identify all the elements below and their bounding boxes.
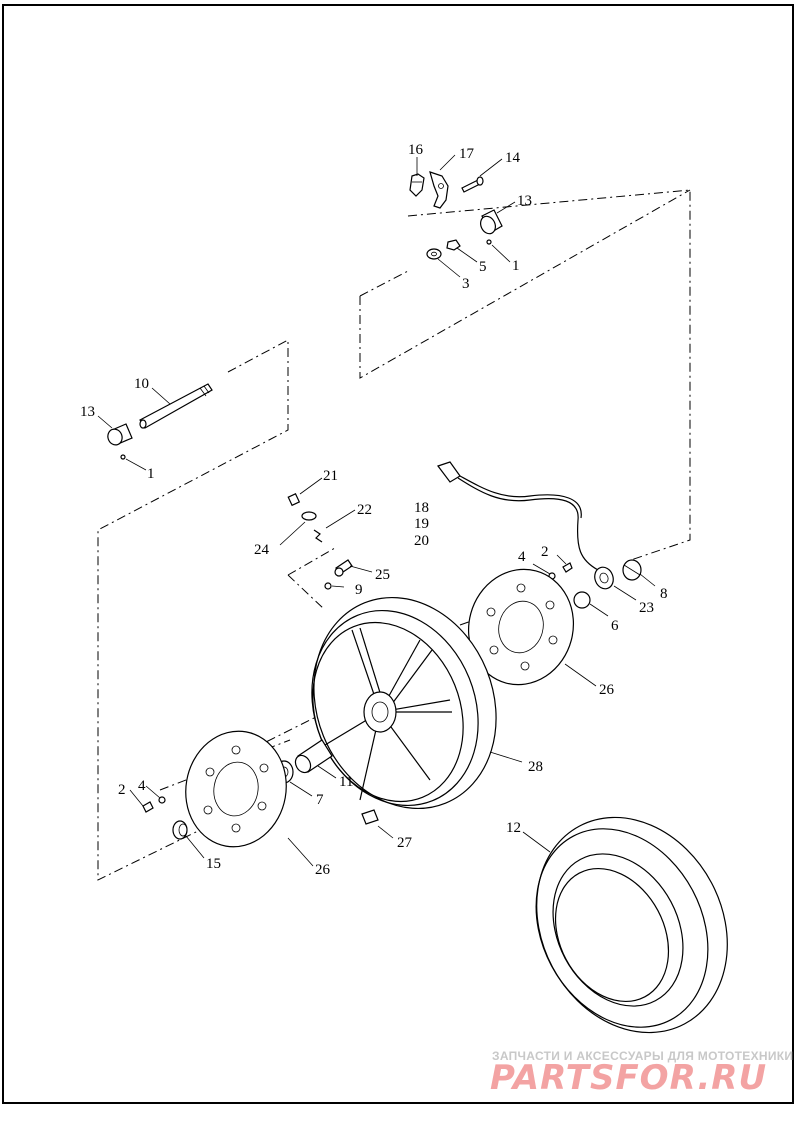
callout-4-lower: 4 bbox=[138, 778, 146, 794]
valve-cap-21 bbox=[287, 492, 301, 507]
callout-19: 19 bbox=[414, 516, 429, 532]
callout-16: 16 bbox=[408, 142, 424, 158]
spacer-11 bbox=[294, 739, 333, 774]
callout-8: 8 bbox=[660, 586, 668, 602]
callout-labels: 16 17 14 13 1 5 3 10 13 1 21 22 24 18 19… bbox=[80, 142, 668, 878]
callout-13-lower: 13 bbox=[80, 404, 95, 420]
callout-17: 17 bbox=[459, 146, 475, 162]
spacer-13-upper bbox=[480, 209, 503, 235]
callout-15: 15 bbox=[206, 856, 221, 872]
callout-6: 6 bbox=[611, 618, 619, 634]
brake-rotor-26-left bbox=[185, 730, 287, 848]
washer-4-lower bbox=[158, 796, 166, 804]
callout-28: 28 bbox=[528, 759, 543, 775]
callout-11: 11 bbox=[339, 774, 353, 790]
callout-27: 27 bbox=[397, 835, 413, 851]
callout-26-left: 26 bbox=[315, 862, 331, 878]
callout-5: 5 bbox=[479, 259, 487, 275]
cover-8 bbox=[622, 559, 642, 581]
sensor-23 bbox=[594, 566, 614, 590]
watermark-logo: PARTSFOR.RU bbox=[490, 1058, 768, 1098]
washer-3 bbox=[426, 248, 442, 260]
pin-1-lower bbox=[120, 454, 126, 460]
callout-22: 22 bbox=[357, 502, 372, 518]
pin-1-upper bbox=[486, 239, 492, 245]
callout-23: 23 bbox=[639, 600, 654, 616]
nut-9 bbox=[324, 582, 332, 590]
spacer-6 bbox=[573, 591, 591, 609]
callout-2-upper: 2 bbox=[541, 544, 549, 560]
leader-lines bbox=[97, 154, 656, 867]
spacer-15 bbox=[172, 820, 188, 840]
speed-sensor-cable-18 bbox=[437, 461, 599, 571]
callout-10: 10 bbox=[134, 376, 149, 392]
valve-stem-25 bbox=[334, 559, 353, 577]
axle-10 bbox=[139, 383, 213, 429]
callout-9: 9 bbox=[355, 582, 363, 598]
callout-12: 12 bbox=[506, 820, 521, 836]
callout-24: 24 bbox=[254, 542, 270, 558]
weight-27 bbox=[361, 809, 379, 825]
callout-4-upper: 4 bbox=[518, 549, 526, 565]
wheel-28 bbox=[311, 596, 497, 810]
callout-3: 3 bbox=[462, 276, 470, 292]
screw-2-upper bbox=[562, 562, 573, 573]
spacer-13-lower bbox=[107, 423, 133, 446]
spring-22 bbox=[313, 529, 323, 543]
callout-21: 21 bbox=[323, 468, 338, 484]
brake-rotor-26-right bbox=[467, 568, 575, 686]
callout-26-right: 26 bbox=[599, 682, 615, 698]
callout-25: 25 bbox=[375, 567, 390, 583]
screw-2-lower bbox=[142, 801, 154, 813]
bolt-14 bbox=[461, 176, 484, 193]
bracket-16 bbox=[409, 173, 425, 197]
callout-1-lower: 1 bbox=[147, 466, 155, 482]
callout-14: 14 bbox=[505, 150, 521, 166]
callout-1-upper: 1 bbox=[512, 258, 520, 274]
callout-20: 20 bbox=[414, 533, 429, 549]
callout-13-upper: 13 bbox=[517, 193, 532, 209]
grommet-24 bbox=[301, 511, 317, 521]
bracket-17 bbox=[429, 171, 449, 209]
watermark-tagline: ЗАПЧАСТИ И АКСЕССУАРЫ ДЛЯ МОТОТЕХНИКИ bbox=[492, 1049, 794, 1063]
tire-12 bbox=[535, 816, 728, 1034]
callout-18: 18 bbox=[414, 500, 429, 516]
diagram-frame bbox=[2, 4, 794, 1104]
callout-7: 7 bbox=[316, 792, 324, 808]
callout-2-lower: 2 bbox=[118, 782, 126, 798]
